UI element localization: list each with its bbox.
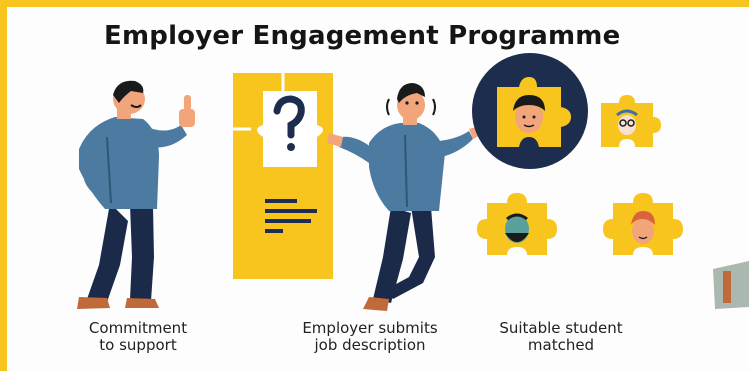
step-caption: Suitable student matched — [499, 319, 623, 354]
question-mark-icon — [273, 95, 305, 151]
person-pointing — [327, 83, 485, 311]
partial-illustration — [713, 261, 749, 309]
step-caption: Commitment to support — [88, 319, 188, 354]
student-match-circle — [472, 53, 588, 169]
page-title: Employer Engagement Programme — [104, 21, 621, 51]
puzzle-piece-icon — [601, 95, 661, 147]
thumbs-up-icon — [179, 95, 195, 127]
programme-banner: Employer Engagement Programme — [7, 7, 749, 371]
person-thumbs-up — [77, 80, 195, 309]
puzzle-piece-icon — [603, 193, 683, 255]
puzzle-piece-icon — [477, 193, 557, 255]
illustration — [77, 53, 749, 311]
student-face-icon — [513, 95, 545, 133]
step-caption: Employer submits job description — [302, 319, 438, 354]
puzzle-document — [233, 73, 333, 279]
